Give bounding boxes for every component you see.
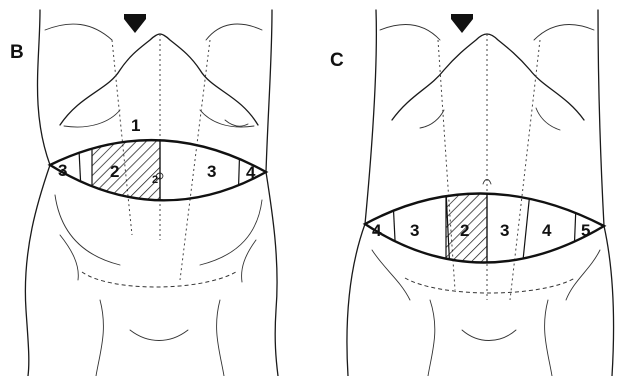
zone-label-2: 2 [110, 162, 119, 181]
zone-label-3-left: 3 [58, 161, 67, 180]
panel-c-label: C [330, 50, 344, 71]
zone-label-2-right: 2 [152, 174, 158, 186]
zone-label-4-right: 4 [542, 221, 552, 240]
zone-label-4: 4 [246, 163, 256, 182]
down-arrow-icon [124, 14, 146, 33]
panel-b-label: B [10, 42, 24, 63]
zone-label-1: 1 [131, 116, 140, 135]
panel-b: B [10, 10, 278, 376]
zone-label-4-left: 4 [372, 221, 382, 240]
zone-label-5: 5 [581, 221, 590, 240]
panel-c: C [330, 10, 614, 376]
zone-label-2: 2 [460, 221, 469, 240]
down-arrow-icon [451, 14, 473, 33]
hatched-region [92, 100, 160, 240]
zone-label-3-left: 3 [410, 221, 419, 240]
zone-label-3-right: 3 [500, 221, 509, 240]
zone-label-3-right: 3 [207, 162, 216, 181]
